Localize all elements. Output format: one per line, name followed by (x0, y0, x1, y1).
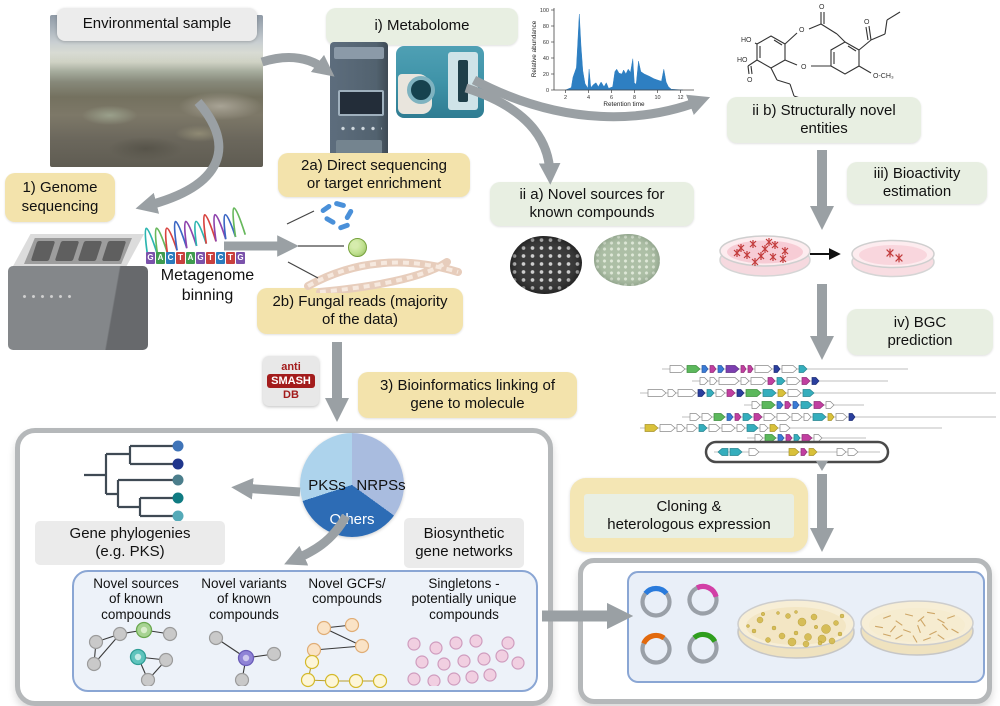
network-novel-gcfs-icon (300, 618, 388, 688)
svg-text:Retention time: Retention time (603, 101, 645, 108)
panel-title-novel-sources: Novel sources of known compounds (93, 576, 179, 622)
iii-label: iii) Bioactivity estimation (847, 162, 987, 204)
bgc-cluster-diagram (640, 365, 996, 464)
chem-ho2: HO (737, 57, 748, 64)
binning-label: Metagenome binning (160, 267, 255, 304)
bioactivity-petri-dishes (719, 235, 935, 278)
phylogenies-label: Gene phylogenies (e.g. PKS) (35, 521, 225, 565)
plasmid-icons (640, 583, 719, 665)
svg-text:60: 60 (543, 40, 549, 46)
bacteria-icon (319, 203, 333, 214)
pie-label-pkss: PKSs (308, 477, 346, 494)
svg-text:2: 2 (564, 95, 567, 101)
cloning-label: Cloning & heterologous expression (584, 494, 794, 538)
singletons-icon (407, 634, 525, 686)
base-letter: C (216, 252, 225, 264)
svg-text:10: 10 (654, 95, 660, 101)
chem-o-ring1: O (799, 27, 805, 34)
sequencing-trace-icon (144, 207, 247, 254)
base-letter: T (226, 252, 235, 264)
base-letter: A (186, 252, 195, 264)
iv-label: iv) BGC prediction (847, 309, 993, 355)
base-letter: T (176, 252, 185, 264)
cell-marks (733, 238, 903, 266)
gene-networks-label: Biosynthetic gene networks (404, 518, 524, 568)
base-letter: G (196, 252, 205, 264)
base-letter: T (206, 252, 215, 264)
chem-o-acid: O (747, 77, 753, 84)
chem-ho1: HO (741, 37, 752, 44)
chemical-structure-icon: HO HO O O O O O O-CH₃ (737, 4, 901, 101)
dna-sequencer-icon (8, 266, 148, 350)
bacteria-icon (343, 208, 355, 221)
panel-title-novel-gcfs: Novel GCFs/ compounds (308, 576, 386, 607)
svg-text:4: 4 (587, 95, 590, 101)
svg-text:Relative abundance: Relative abundance (531, 20, 538, 77)
iib-label: ii b) Structurally novel entities (727, 97, 921, 143)
base-letter: A (156, 252, 165, 264)
dark-lichen-icon (510, 236, 582, 294)
svg-text:100: 100 (540, 8, 549, 14)
chem-o-ketone: O (864, 19, 870, 26)
bacteria-icon (323, 215, 337, 226)
green-lichen-icon (594, 234, 660, 286)
base-letter: G (146, 252, 155, 264)
chem-och3: O-CH₃ (873, 73, 894, 80)
svg-text:80: 80 (543, 24, 549, 30)
expression-content (627, 571, 985, 683)
step2a-label: 2a) Direct sequencing or target enrichme… (278, 153, 470, 197)
phylogenetic-tree-icon (84, 440, 184, 522)
chem-o-ring2: O (801, 64, 807, 71)
pie-label-others: Others (329, 511, 375, 528)
streak-petri-dish (860, 600, 974, 656)
env-sample-label: Environmental sample (57, 8, 257, 41)
dna-sequencer-lid (12, 234, 144, 268)
antismash-mid: SMASH (267, 373, 315, 389)
base-letter: G (236, 252, 245, 264)
antismash-db-logo: anti SMASH DB (263, 356, 319, 406)
bacteria-icon (333, 200, 347, 209)
chem-o-top: O (819, 4, 825, 11)
fungal-hyphae-icon (304, 258, 462, 293)
base-letter: C (166, 252, 175, 264)
pie-label-nrpss: NRPSs (356, 477, 406, 494)
colony-petri-dish (737, 599, 855, 659)
step2b-label: 2b) Fungal reads (majority of the data) (257, 288, 463, 334)
antismash-top: anti (281, 360, 301, 373)
antismash-bottom: DB (283, 389, 299, 402)
bacteria-icon (337, 222, 351, 231)
arrow-sample-to-metabolome (260, 53, 335, 77)
panel-title-novel-variants: Novel variants of known compounds (201, 576, 287, 622)
svg-text:40: 40 (543, 56, 549, 62)
hplc-instrument-icon (330, 42, 388, 164)
network-novel-sources-icon (86, 621, 178, 686)
algae-icon (348, 238, 367, 257)
iia-label: ii a) Novel sources for known compounds (490, 182, 694, 226)
panel-title-singletons: Singletons - potentially unique compound… (411, 576, 517, 622)
step3-label: 3) Bioinformatics linking of gene to mol… (358, 372, 577, 418)
svg-text:12: 12 (677, 95, 683, 101)
network-novel-variants-icon (208, 630, 282, 686)
mass-spectrometer-icon (396, 46, 484, 118)
svg-text:20: 20 (543, 72, 549, 78)
metabolome-label: i) Metabolome (326, 8, 518, 45)
genome-seq-label: 1) Genome sequencing (5, 173, 115, 222)
svg-text:0: 0 (546, 88, 549, 94)
